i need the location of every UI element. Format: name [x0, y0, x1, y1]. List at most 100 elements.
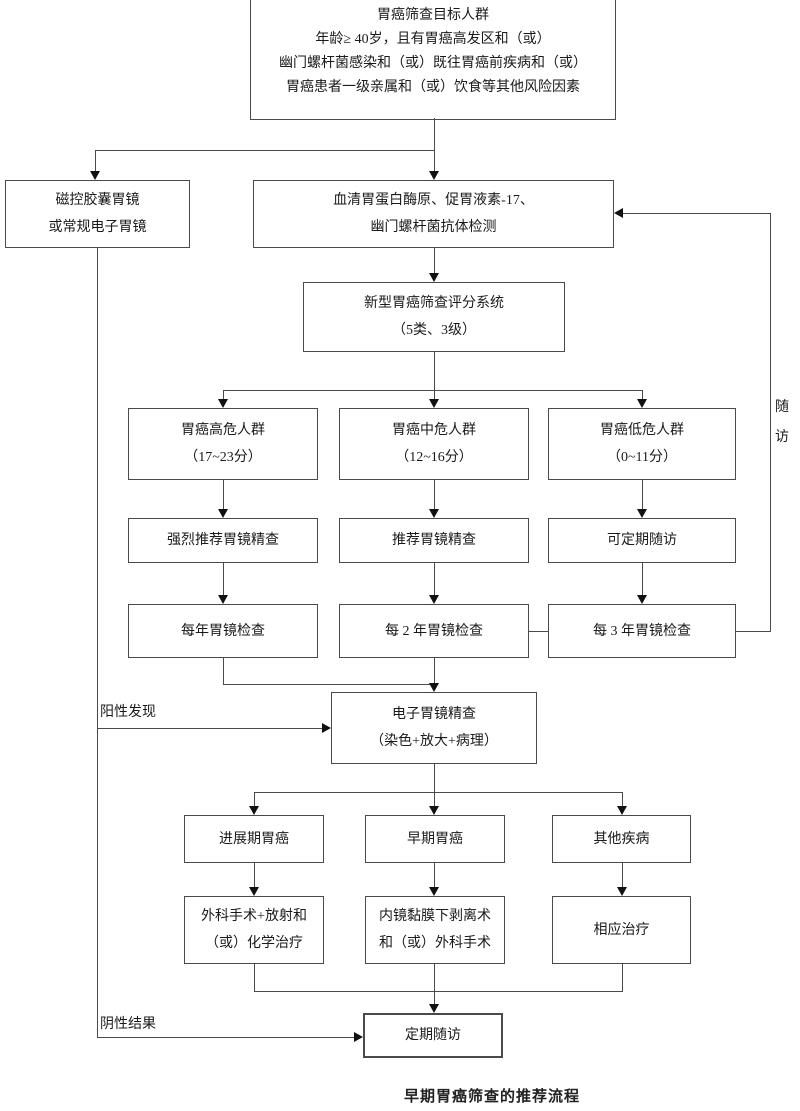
node-text: 胃癌高危人群	[181, 423, 265, 438]
connector-vline	[434, 248, 435, 274]
node-text: 胃癌筛查目标人群	[377, 8, 489, 23]
arrowhead-right-icon	[322, 723, 331, 733]
node-text: 强烈推荐胃镜精查	[167, 533, 279, 548]
connector-vline	[642, 563, 643, 596]
connector-hline	[529, 631, 548, 632]
node-text: （或）化学治疗	[205, 936, 303, 951]
connector-vline	[95, 150, 96, 172]
node-text: 血清胃蛋白酶原、促胃液素-17、	[333, 193, 534, 208]
connector-hline	[223, 390, 643, 391]
connector-hline	[736, 631, 771, 632]
connector-vline	[434, 563, 435, 596]
node-text: 年龄≥ 40岁，且有胃癌高发区和（或）	[315, 32, 551, 47]
arrowhead-down-icon	[429, 595, 439, 604]
node-text: 或常规电子胃镜	[48, 220, 147, 235]
connector-hline	[254, 792, 623, 793]
connector-vline	[434, 658, 435, 683]
node-high-risk: 胃癌高危人群 （17~23分）	[128, 408, 318, 480]
node-text: 其他疾病	[593, 831, 650, 847]
node-2year-checkup: 每 2 年胃镜检查	[339, 604, 529, 658]
arrowhead-down-icon	[617, 806, 627, 815]
node-3year-checkup: 每 3 年胃镜检查	[548, 604, 736, 658]
node-surgery-treatment: 外科手术+放射和 （或）化学治疗	[184, 896, 324, 964]
node-text: 每年胃镜检查	[181, 623, 265, 639]
node-text: 磁控胶囊胃镜	[55, 193, 140, 208]
arrowhead-down-icon	[429, 887, 439, 896]
node-text: 推荐胃镜精查	[392, 533, 476, 548]
connector-hline-followup-loop	[623, 213, 771, 214]
arrowhead-left-icon	[614, 208, 623, 218]
connector-vline	[434, 964, 435, 1005]
node-text: 电子胃镜精查	[392, 707, 476, 722]
label-followup-loop: 随访	[775, 400, 789, 445]
node-capsule-gastroscopy: 磁控胶囊胃镜 或常规电子胃镜	[5, 180, 190, 248]
node-early-cancer: 早期胃癌	[365, 815, 505, 863]
node-advanced-cancer: 进展期胃癌	[184, 815, 324, 863]
node-periodic-followup-option: 可定期随访	[548, 518, 736, 563]
arrowhead-down-icon	[429, 1004, 439, 1013]
connector-vline	[254, 964, 255, 992]
node-text: （0~11分）	[606, 450, 678, 465]
arrowhead-down-icon	[218, 399, 228, 408]
connector-vline	[223, 563, 224, 596]
connector-vline	[642, 390, 643, 400]
arrowhead-down-icon	[218, 509, 228, 518]
node-text: 可定期随访	[607, 533, 677, 548]
arrowhead-down-icon	[429, 509, 439, 518]
node-text: 内镜黏膜下剥离术	[379, 909, 491, 924]
node-recommend: 推荐胃镜精查	[339, 518, 529, 563]
node-text: 定期随访	[405, 1028, 461, 1043]
connector-vline	[434, 792, 435, 807]
connector-vline	[642, 480, 643, 510]
label-positive-finding: 阳性发现	[100, 705, 156, 720]
connector-vline	[622, 863, 623, 888]
arrowhead-down-icon	[637, 509, 647, 518]
connector-vline	[434, 390, 435, 400]
node-text: 幽门螺杆菌抗体检测	[370, 220, 497, 235]
node-electronic-endoscopy: 电子胃镜精查 （染色+放大+病理）	[331, 692, 537, 764]
node-periodic-followup: 定期随访	[363, 1013, 503, 1058]
node-text: （染色+放大+病理）	[370, 734, 498, 749]
connector-hline-positive	[97, 728, 322, 729]
connector-hline	[95, 150, 435, 151]
node-text: （17~23分）	[184, 450, 262, 465]
connector-hline-negative	[97, 1037, 354, 1038]
node-text: （5类、3级）	[392, 323, 476, 338]
node-esd-treatment: 内镜黏膜下剥离术 和（或）外科手术	[365, 896, 505, 964]
node-text: 和（或）外科手术	[379, 936, 491, 951]
node-corresponding-treatment: 相应治疗	[552, 896, 691, 964]
arrowhead-down-icon	[429, 683, 439, 692]
node-text: 新型胃癌筛查评分系统	[364, 296, 504, 311]
node-text: 早期胃癌	[407, 831, 463, 847]
node-text: 外科手术+放射和	[201, 909, 307, 924]
node-text: 胃癌中危人群	[392, 423, 476, 438]
arrowhead-down-icon	[90, 171, 100, 180]
arrowhead-down-icon	[429, 273, 439, 282]
node-text: 胃癌患者一级亲属和（或）饮食等其他风险因素	[286, 80, 580, 95]
connector-vline-left-bypass	[97, 247, 98, 1038]
arrowhead-down-icon	[429, 171, 439, 180]
label-negative-result: 阴性结果	[100, 1017, 156, 1032]
connector-vline	[434, 480, 435, 510]
connector-hline	[223, 684, 435, 685]
node-medium-risk: 胃癌中危人群 （12~16分）	[339, 408, 529, 480]
node-text: 每 3 年胃镜检查	[593, 623, 691, 639]
node-text: 胃癌低危人群	[600, 423, 684, 438]
connector-vline	[223, 390, 224, 400]
node-scoring-system: 新型胃癌筛查评分系统 （5类、3级）	[303, 282, 565, 352]
node-other-disease: 其他疾病	[552, 815, 691, 863]
arrowhead-down-icon	[249, 806, 259, 815]
connector-vline	[223, 658, 224, 685]
arrowhead-down-icon	[617, 887, 627, 896]
connector-vline	[223, 480, 224, 510]
arrowhead-down-icon	[637, 595, 647, 604]
connector-hline	[254, 991, 623, 992]
node-text: 相应治疗	[593, 922, 650, 938]
arrowhead-down-icon	[218, 595, 228, 604]
connector-vline	[434, 118, 435, 172]
arrowhead-down-icon	[429, 399, 439, 408]
node-yearly-checkup: 每年胃镜检查	[128, 604, 318, 658]
node-text: （12~16分）	[395, 450, 473, 465]
connector-vline	[622, 792, 623, 807]
